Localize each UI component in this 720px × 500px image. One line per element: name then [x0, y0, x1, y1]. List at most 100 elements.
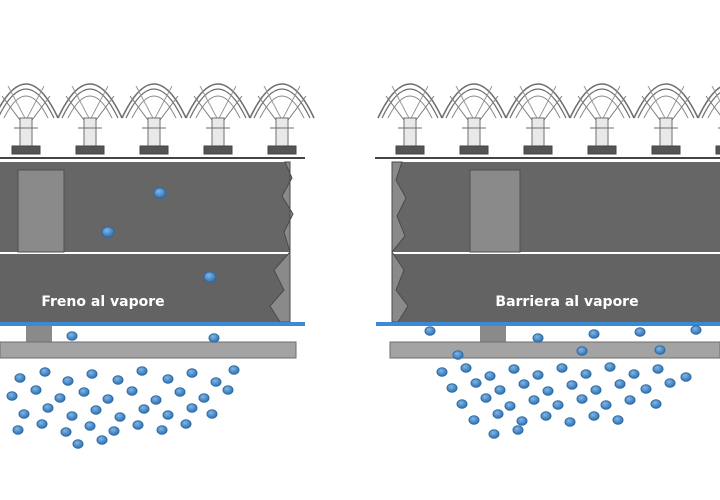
vapor-drop — [18, 409, 30, 419]
vapor-drop — [174, 387, 186, 397]
vapor-drops-right — [424, 325, 702, 439]
vapor-drop — [494, 385, 506, 395]
vapor-drop — [576, 346, 588, 356]
stud-right — [469, 169, 521, 253]
vapor-drop — [690, 325, 702, 335]
vapor-drop — [588, 329, 600, 339]
insulation-bottom-left — [0, 254, 290, 324]
vapor-drop — [566, 380, 578, 390]
panel-label-barriera: Barriera al vapore — [495, 294, 638, 310]
vapor-drop — [580, 369, 592, 379]
vapor-drop — [39, 367, 51, 377]
vapor-drop — [222, 385, 234, 395]
vapor-drop — [186, 403, 198, 413]
vapor-drop — [36, 419, 48, 429]
vapor-membrane-left — [0, 322, 305, 326]
roof-tile — [377, 83, 443, 155]
vapor-drop — [452, 350, 464, 360]
vapor-drop — [512, 425, 524, 435]
vapor-drop — [564, 417, 576, 427]
vapor-drop — [650, 399, 662, 409]
vapor-drop — [528, 395, 540, 405]
vapor-drop — [203, 271, 217, 283]
roof-tile — [441, 83, 507, 155]
vapor-drop — [6, 391, 18, 401]
vapor-drop — [628, 369, 640, 379]
vapor-drop — [30, 385, 42, 395]
vapor-drop — [62, 376, 74, 386]
vapor-drop — [436, 367, 448, 377]
vapor-drop — [604, 362, 616, 372]
vapor-drop — [72, 439, 84, 449]
vapor-drop — [12, 425, 24, 435]
vapor-drop — [210, 377, 222, 387]
insulation-bottom-right — [392, 254, 720, 324]
batten-left — [26, 326, 52, 342]
vapor-drop — [114, 412, 126, 422]
vapor-drop — [480, 393, 492, 403]
vapor-drop — [136, 366, 148, 376]
vapor-drop — [588, 411, 600, 421]
vapor-drop — [54, 393, 66, 403]
vapor-drop — [552, 400, 564, 410]
vapor-drop — [456, 399, 468, 409]
vapor-drop — [84, 421, 96, 431]
vapor-drop — [624, 395, 636, 405]
vapor-membrane-right — [376, 322, 720, 326]
vapor-drop — [460, 363, 472, 373]
vapor-drop — [162, 410, 174, 420]
roof-tile — [633, 83, 699, 155]
vapor-drop — [640, 384, 652, 394]
vapor-drop — [101, 226, 115, 238]
vapor-drop — [96, 435, 108, 445]
vapor-drop — [654, 345, 666, 355]
vapor-drop — [78, 387, 90, 397]
vapor-drop — [532, 333, 544, 343]
vapor-drop — [112, 375, 124, 385]
panel-freno: Freno al vapore — [0, 83, 315, 449]
roof-tile — [505, 83, 571, 155]
vapor-drop — [108, 426, 120, 436]
roof-tiles-left — [0, 83, 315, 155]
vapor-drop — [612, 415, 624, 425]
ceiling-board-left — [0, 341, 297, 359]
vapor-drop — [504, 401, 516, 411]
vapor-drop — [102, 394, 114, 404]
vapor-drop — [446, 383, 458, 393]
vapor-drop — [60, 427, 72, 437]
vapor-drop — [634, 327, 646, 337]
roof-tile — [121, 83, 187, 155]
vapor-drop — [508, 364, 520, 374]
vapor-drop — [424, 326, 436, 336]
vapor-drop — [468, 415, 480, 425]
vapor-drop — [162, 374, 174, 384]
vapor-drop — [590, 385, 602, 395]
vapor-drop — [542, 386, 554, 396]
vapor-drop — [42, 403, 54, 413]
roof-tile — [249, 83, 315, 155]
panel-barriera: Barriera al vapore — [375, 83, 720, 439]
vapor-drop — [576, 394, 588, 404]
roof-tile — [697, 85, 720, 155]
vapor-drops-left — [6, 187, 240, 449]
vapor-drop — [652, 364, 664, 374]
roof-tiles-right — [377, 83, 720, 155]
vapor-drop — [484, 371, 496, 381]
vapor-drop — [126, 386, 138, 396]
ceiling-board-right — [389, 341, 720, 359]
vapor-drop — [540, 411, 552, 421]
vapor-drop — [150, 395, 162, 405]
roof-tile — [569, 83, 635, 155]
vapor-drop — [180, 419, 192, 429]
roof-tile — [0, 83, 59, 155]
vapor-drop — [492, 409, 504, 419]
vapor-drop — [186, 368, 198, 378]
vapor-drop — [600, 400, 612, 410]
vapor-drop — [556, 363, 568, 373]
insulation-top-right — [392, 162, 720, 252]
vapor-drop — [206, 409, 218, 419]
vapor-drop — [156, 425, 168, 435]
roof-tile — [57, 83, 123, 155]
roof-tile — [185, 83, 251, 155]
